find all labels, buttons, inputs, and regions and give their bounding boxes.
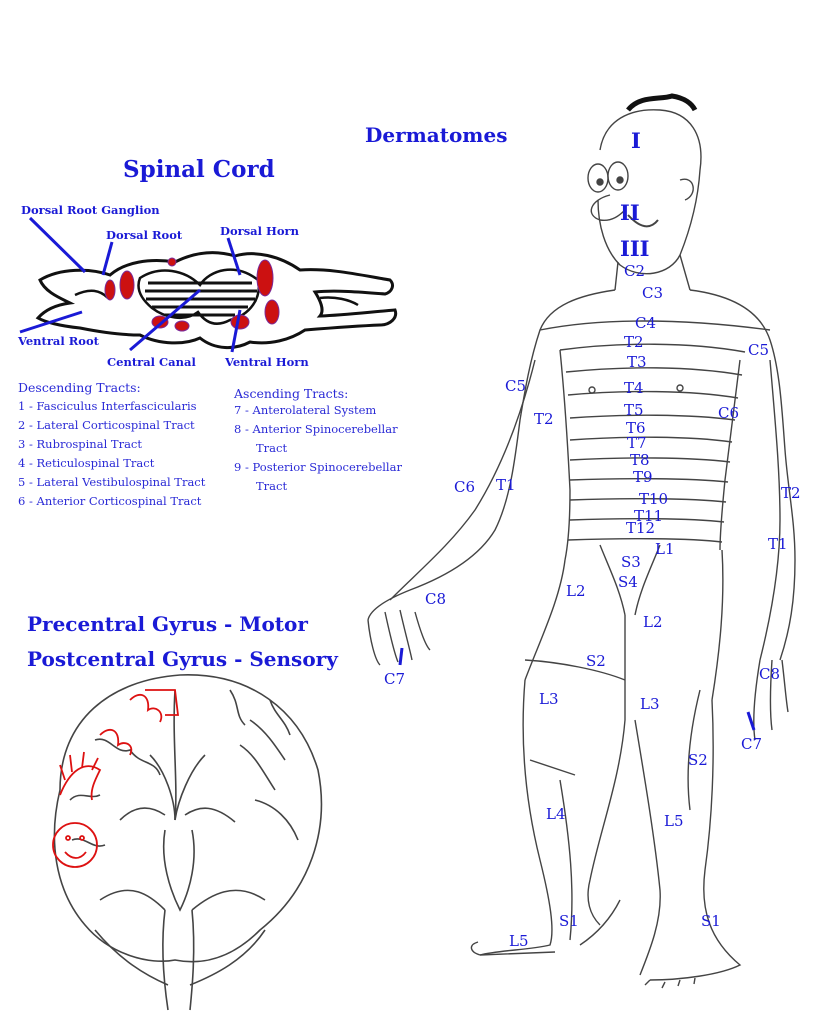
derm-T12: T12: [626, 519, 656, 537]
derm-T11: T11: [634, 507, 664, 525]
homunculus: [52, 689, 180, 868]
spinal-pointers: [19, 216, 242, 353]
derm-C2: C2: [624, 262, 646, 280]
derm-S1-left: S1: [701, 912, 721, 930]
descending-item: 5 - Lateral Vestibulospinal Tract: [18, 475, 206, 489]
derm-I: I: [631, 128, 641, 153]
descending-heading: Descending Tracts:: [18, 380, 141, 395]
label-ventral-root: Ventral Root: [18, 334, 99, 348]
derm-T2-right-arm: T2: [534, 410, 554, 428]
ascending-list: 7 - Anterolateral System 8 - Anterior Sp…: [234, 401, 402, 496]
derm-S2-upper: S2: [586, 652, 606, 670]
derm-T1-right-arm: T1: [496, 476, 516, 494]
derm-C7-right-hand: C7: [384, 670, 406, 688]
derm-T10: T10: [639, 490, 669, 508]
descending-item: 3 - Rubrospinal Tract: [18, 437, 142, 451]
derm-II: II: [620, 200, 640, 225]
derm-L2-right-thigh: L2: [566, 582, 586, 600]
gyrus-sensory-title: Postcentral Gyrus - Sensory: [27, 647, 338, 671]
derm-S3: S3: [621, 553, 641, 571]
ascending-tracts: Ascending Tracts: 7 - Anterolateral Syst…: [234, 386, 402, 496]
derm-T7: T7: [627, 434, 647, 452]
gyrus-motor-title: Precentral Gyrus - Motor: [27, 612, 308, 636]
label-dorsal-root: Dorsal Root: [106, 228, 183, 242]
derm-C6-right-arm: C6: [454, 478, 476, 496]
derm-C8-left-hand: C8: [759, 665, 781, 683]
descending-item: 4 - Reticulospinal Tract: [18, 456, 155, 470]
derm-T6: T6: [626, 419, 646, 437]
label-central-canal: Central Canal: [107, 355, 196, 369]
derm-T5: T5: [624, 401, 644, 419]
descending-tracts: Descending Tracts: 1 - Fasciculus Interf…: [18, 380, 205, 511]
derm-T1-left-arm: T1: [768, 535, 788, 553]
ascending-item: 7 - Anterolateral System: [234, 403, 377, 417]
descending-item: 6 - Anterior Corticospinal Tract: [18, 494, 202, 508]
derm-C5-right-arm: C5: [505, 377, 527, 395]
label-dorsal-root-ganglion: Dorsal Root Ganglion: [21, 203, 160, 217]
spinal-cord-title: Spinal Cord: [123, 156, 275, 183]
descending-list: 1 - Fasciculus Interfascicularis 2 - Lat…: [18, 397, 205, 511]
body-figure: [367, 93, 796, 989]
derm-C4: C4: [635, 314, 657, 332]
derm-L5-right: L5: [509, 932, 529, 950]
derm-T9: T9: [633, 468, 653, 486]
derm-T4: T4: [624, 379, 644, 397]
descending-item: 2 - Lateral Corticospinal Tract: [18, 418, 195, 432]
derm-C3: C3: [642, 284, 664, 302]
derm-L4: L4: [546, 805, 566, 823]
c7-ticks: [398, 647, 756, 731]
derm-III: III: [620, 236, 650, 261]
tracts: [104, 257, 280, 332]
ascending-item-continued: Tract: [256, 441, 288, 455]
derm-C5-left-arm: C5: [748, 341, 770, 359]
derm-L1: L1: [655, 540, 675, 558]
derm-T3: T3: [627, 353, 647, 371]
descending-item: 1 - Fasciculus Interfascicularis: [18, 399, 197, 413]
derm-S4: S4: [618, 573, 638, 591]
ascending-item: 9 - Posterior Spinocerebellar: [234, 460, 402, 474]
derm-C7-left-hand: C7: [741, 735, 763, 753]
derm-T2-chest: T2: [624, 333, 644, 351]
ascending-item: 8 - Anterior Spinocerebellar: [234, 422, 398, 436]
derm-L3-left: L3: [640, 695, 660, 713]
label-ventral-horn: Ventral Horn: [225, 355, 309, 369]
derm-C6-left-arm: C6: [718, 404, 740, 422]
derm-C8-right-hand: C8: [425, 590, 447, 608]
derm-L2-left-thigh: L2: [643, 613, 663, 631]
derm-S1-right: S1: [559, 912, 579, 930]
brain-drawing: [53, 674, 323, 1011]
derm-L5-left: L5: [664, 812, 684, 830]
dermatomes-title: Dermatomes: [365, 123, 508, 147]
derm-S2-lower: S2: [688, 751, 708, 769]
derm-T2-left-arm: T2: [781, 484, 801, 502]
ascending-item-continued: Tract: [256, 479, 288, 493]
derm-L3-right: L3: [539, 690, 559, 708]
grey-matter: [137, 268, 261, 325]
label-dorsal-horn: Dorsal Horn: [220, 224, 299, 238]
derm-T8: T8: [630, 451, 650, 469]
ascending-heading: Ascending Tracts:: [234, 386, 349, 401]
